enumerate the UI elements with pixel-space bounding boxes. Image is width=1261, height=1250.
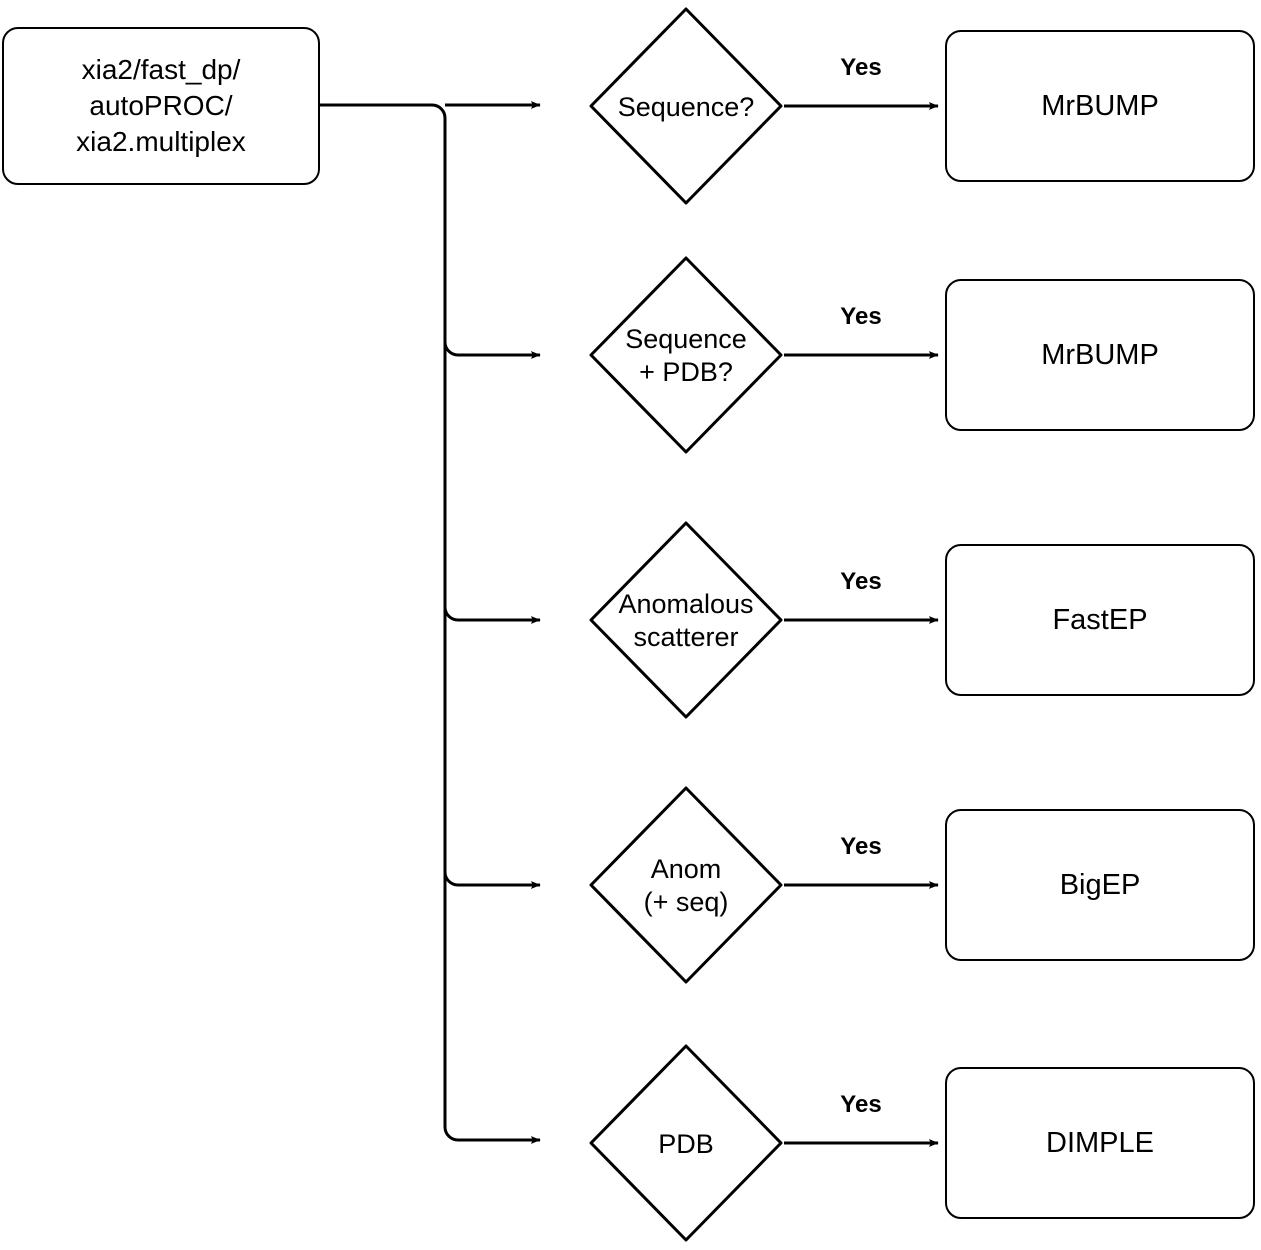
result-node-4-label: BigEP (1059, 868, 1141, 901)
edge-label-yes-2: Yes (840, 303, 882, 330)
result-node-5-label: DIMPLE (1046, 1126, 1154, 1159)
decision-node-3[interactable]: Anomalous scatterer (590, 522, 782, 720)
decision-node-1-label: Sequence? (617, 91, 755, 122)
start-node-pipeline[interactable]: xia2/fast_dp/ autoPROC/ xia2.multiplex (2, 27, 320, 185)
decision-diamond-3 (589, 521, 783, 719)
result-node-2-label: MrBUMP (1041, 338, 1159, 371)
decision-diamond-1 (589, 7, 783, 205)
edge-branch-3 (443, 606, 541, 624)
edge-trunk (320, 103, 541, 1144)
decision-node-5[interactable]: PDB (590, 1045, 782, 1243)
edge-label-yes-1: Yes (840, 54, 882, 81)
decision-node-4[interactable]: Anom (+ seq) (590, 787, 782, 985)
decision-node-2-label: Sequence + PDB? (625, 324, 747, 387)
edge-label-yes-5: Yes (840, 1091, 882, 1118)
decision-node-4-label: Anom (+ seq) (643, 854, 729, 917)
decision-node-2[interactable]: Sequence + PDB? (590, 257, 782, 455)
result-node-2[interactable]: MrBUMP (945, 279, 1255, 431)
result-node-3-label: FastEP (1052, 603, 1148, 636)
edge-branch-2 (443, 341, 541, 359)
decision-diamond-4 (589, 786, 783, 984)
result-node-3[interactable]: FastEP (945, 544, 1255, 696)
result-node-1-label: MrBUMP (1041, 89, 1159, 122)
decision-node-5-label: PDB (658, 1128, 714, 1159)
edge-branch-4 (443, 871, 541, 889)
result-node-1[interactable]: MrBUMP (945, 30, 1255, 182)
start-node-label: xia2/fast_dp/ autoPROC/ xia2.multiplex (76, 54, 246, 157)
edge-label-yes-4: Yes (840, 833, 882, 860)
decision-node-3-label: Anomalous scatterer (618, 589, 754, 652)
edge-label-yes-3: Yes (840, 568, 882, 595)
decision-node-1[interactable]: Sequence? (590, 8, 782, 206)
result-node-4[interactable]: BigEP (945, 809, 1255, 961)
decision-diamond-5 (589, 1044, 783, 1242)
result-node-5[interactable]: DIMPLE (945, 1067, 1255, 1219)
decision-diamond-2 (589, 256, 783, 454)
